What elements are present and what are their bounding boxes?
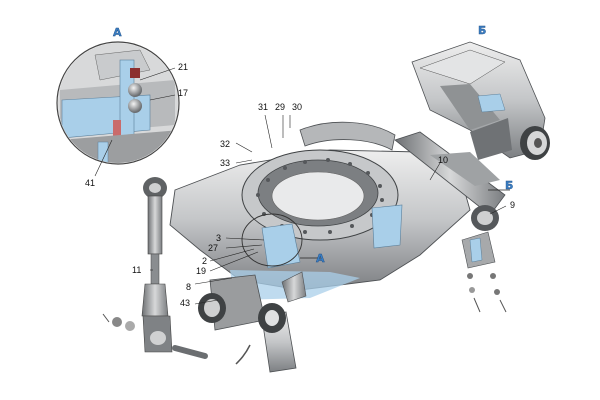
callout-32: 32 bbox=[220, 139, 230, 149]
callout-numbers: 21 17 41 31 29 30 32 33 10 9 3 27 2 19 1… bbox=[85, 62, 515, 308]
leader-lines bbox=[94, 67, 507, 305]
callout-30: 30 bbox=[292, 102, 302, 112]
detail-a-title: А bbox=[113, 26, 122, 39]
callout-41: 41 bbox=[85, 178, 95, 188]
detail-view-a: А bbox=[56, 26, 180, 165]
section-markers: А Б bbox=[300, 179, 514, 265]
section-a-marker: А bbox=[316, 252, 325, 265]
callout-19: 19 bbox=[196, 266, 206, 276]
callout-33: 33 bbox=[220, 158, 230, 168]
callout-3: 3 bbox=[216, 233, 221, 243]
callout-10: 10 bbox=[438, 155, 448, 165]
callout-11: 11 bbox=[132, 265, 141, 275]
callout-8: 8 bbox=[186, 282, 191, 292]
callout-29: 29 bbox=[275, 102, 285, 112]
callout-17: 17 bbox=[178, 88, 188, 98]
callout-27: 27 bbox=[208, 243, 218, 253]
shock-absorber bbox=[102, 177, 208, 359]
detail-view-b: Б bbox=[411, 24, 550, 160]
callout-2: 2 bbox=[202, 256, 207, 266]
main-assembly bbox=[169, 121, 507, 373]
callout-43: 43 bbox=[180, 298, 190, 308]
section-b-marker: Б bbox=[505, 179, 513, 192]
detail-b-title: Б bbox=[478, 24, 486, 37]
callout-31: 31 bbox=[258, 102, 268, 112]
callout-21: 21 bbox=[178, 62, 188, 72]
callout-9: 9 bbox=[510, 200, 515, 210]
